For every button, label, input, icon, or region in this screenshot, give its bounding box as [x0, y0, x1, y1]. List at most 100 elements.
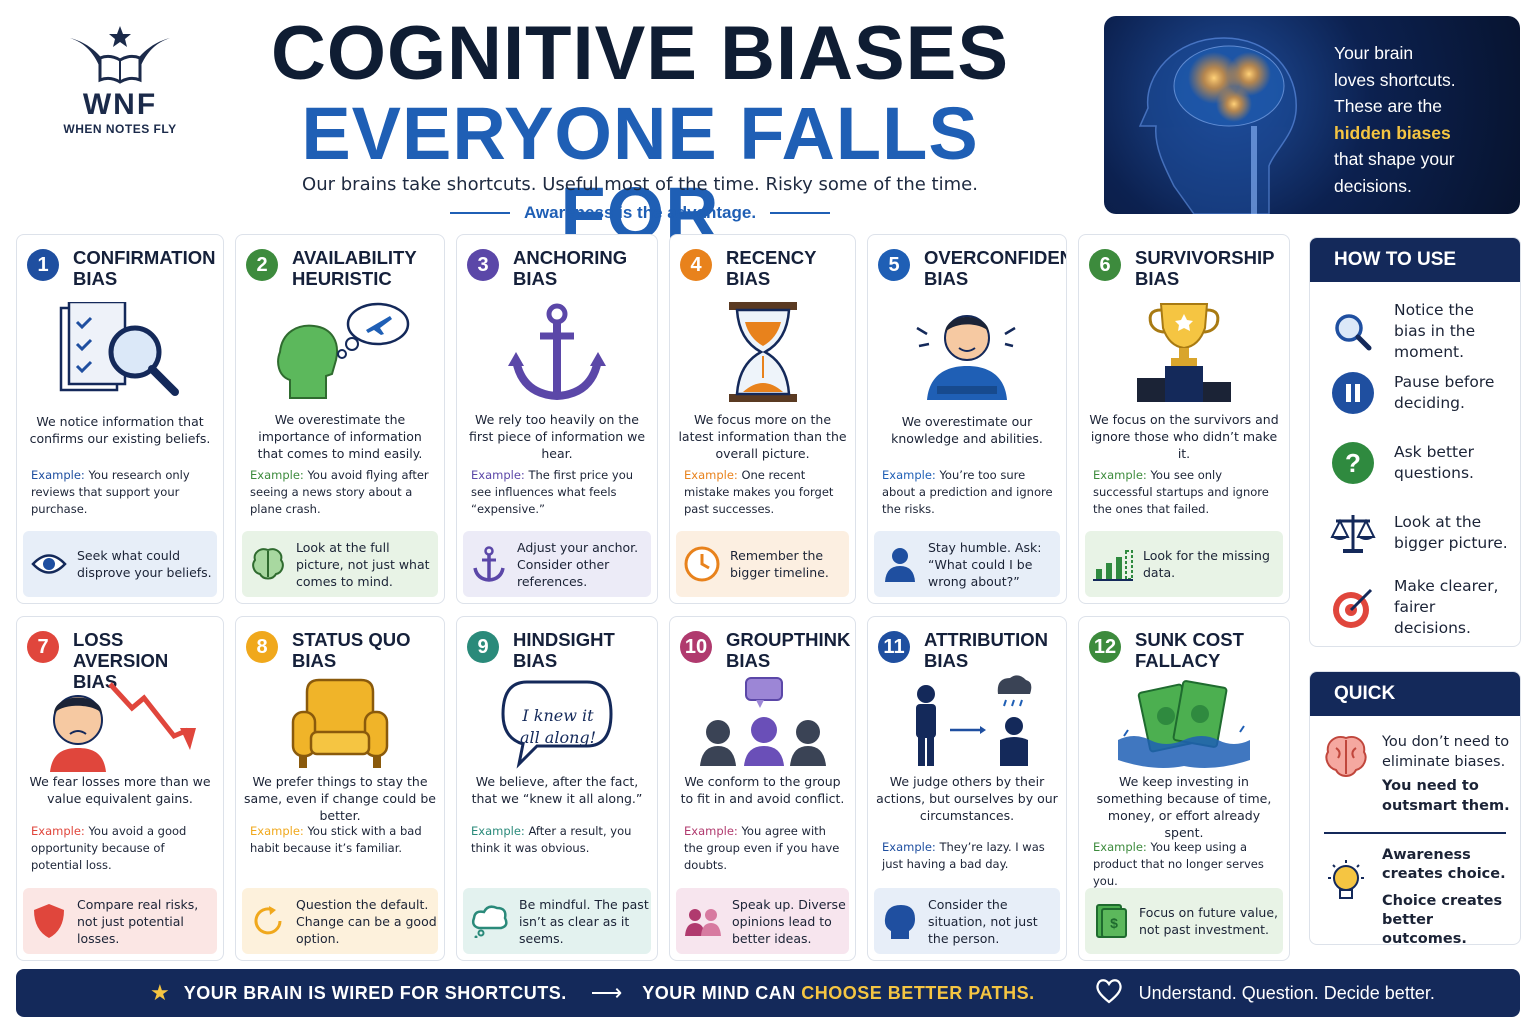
- card-title-line: LOSS AVERSION: [73, 629, 169, 671]
- hero-text: Your brain loves shortcuts. These are th…: [1334, 40, 1514, 199]
- card-title-line: BIAS: [726, 268, 771, 289]
- person-rain-cloud-icon: [916, 675, 1032, 766]
- armchair-icon: [291, 678, 389, 768]
- card-example: Example: The first price you see influen…: [471, 467, 649, 518]
- page-title-line2: EVERYONE FALLS FOR: [301, 92, 979, 255]
- card-description: We keep investing in something because o…: [1096, 774, 1272, 840]
- head-icon: [882, 903, 918, 939]
- svg-text:?: ?: [1345, 448, 1361, 478]
- card-illustration: [1079, 671, 1289, 777]
- example-label: Example:: [882, 468, 936, 482]
- brand-name: WNF: [82, 88, 158, 121]
- anchor-icon: [471, 546, 507, 582]
- card-title-line: STATUS QUO: [292, 629, 411, 650]
- example-text: You see only successful startups and ign…: [1093, 468, 1269, 516]
- card-example: Example: You avoid a good opportunity be…: [31, 823, 215, 874]
- card-illustration: [670, 671, 855, 777]
- card-description: We focus on the survivors and ignore tho…: [1089, 412, 1279, 461]
- card-illustration: [457, 299, 657, 405]
- sinking-money-icon: [1118, 680, 1250, 768]
- example-text: You research only reviews that support y…: [31, 468, 190, 516]
- worried-person-down-arrow-icon: [50, 682, 196, 772]
- thought-quote: I knew it all along!: [457, 705, 657, 749]
- card-description: We notice information that confirms our …: [29, 414, 211, 446]
- example-text: The first price you see influences what …: [471, 468, 634, 516]
- card-example: Example: You research only reviews that …: [31, 467, 215, 518]
- card-number: 11: [878, 631, 910, 663]
- eye-icon: [31, 546, 67, 582]
- card-description: We prefer things to stay the same, even …: [244, 774, 436, 823]
- how-to-text: Ask better questions.: [1394, 443, 1475, 482]
- awareness-text: Awareness is the advantage.: [523, 203, 757, 222]
- card-number: 9: [467, 631, 499, 663]
- anchor-icon: [508, 303, 606, 401]
- footer-left-text: YOUR BRAIN IS WIRED FOR SHORTCUTS.: [183, 982, 567, 1003]
- hourglass-icon: [728, 302, 797, 402]
- quote-text: I knew it all along!: [519, 706, 597, 747]
- how-to-text: Notice the bias in the moment.: [1394, 301, 1476, 361]
- card-illustration: [457, 671, 657, 777]
- card-illustration: [868, 299, 1066, 405]
- card-tip: Speak up. Diverse opinions lead to bette…: [676, 888, 849, 954]
- card-title-line: SURVIVORSHIP: [1135, 247, 1275, 268]
- reminder-text-1: You don’t need to eliminate biases. You …: [1382, 732, 1517, 816]
- card-title-line: OVERCONFIDENCE: [924, 247, 1066, 268]
- divider: [1324, 832, 1506, 834]
- example-label: Example:: [31, 468, 85, 482]
- example-text: One recent mistake makes you forget past…: [684, 468, 834, 516]
- card-tip: Adjust your anchor. Consider other refer…: [463, 531, 651, 597]
- group-icon: [684, 903, 722, 939]
- card-tip: Consider the situation, not just the per…: [874, 888, 1060, 954]
- card-title-line: ATTRIBUTION: [924, 629, 1048, 650]
- brand-tagline: WHEN NOTES FLY: [63, 122, 177, 136]
- tip-text: Stay humble. Ask: “What could I be wrong…: [928, 539, 1042, 589]
- page-title-line1: COGNITIVE BIASES: [270, 11, 1010, 96]
- card-example: Example: You agree with the group even i…: [684, 823, 847, 874]
- card-illustration: [236, 671, 444, 777]
- reminder-line: Awareness creates choice.: [1382, 847, 1506, 882]
- hero-banner: Your brain loves shortcuts. These are th…: [1104, 16, 1520, 214]
- card-title-line: CONFIRMATION: [73, 247, 216, 268]
- card-title: OVERCONFIDENCEBIAS: [924, 247, 1066, 289]
- shield-icon: [31, 903, 67, 939]
- card-description: We conform to the group to fit in and av…: [680, 774, 845, 806]
- card-example: Example: You keep using a product that n…: [1093, 839, 1281, 890]
- divider: [449, 212, 510, 214]
- trophy-podium-icon: [1137, 303, 1231, 402]
- example-label: Example:: [250, 824, 304, 838]
- tip-text: Look at the full picture, not just what …: [296, 539, 430, 589]
- card-description: We believe, after the fact, that we “kne…: [471, 774, 643, 806]
- card-number: 4: [680, 249, 712, 281]
- card-illustration: [868, 671, 1066, 777]
- example-text: You avoid a good opportunity because of …: [31, 824, 187, 872]
- card-number: 5: [878, 249, 910, 281]
- brain-icon: [250, 546, 286, 582]
- example-label: Example:: [684, 824, 738, 838]
- footer-middle-text: YOUR MIND CAN CHOOSE BETTER PATHS.: [642, 983, 1034, 1004]
- refresh-icon: [250, 903, 286, 939]
- card-example: Example: You avoid flying after seeing a…: [250, 467, 436, 518]
- card-tip: Look for the missing data.: [1085, 531, 1283, 597]
- card-title-line: SUNK COST: [1135, 629, 1244, 650]
- reminder-text-2: Awareness creates choice. Choice creates…: [1382, 846, 1517, 944]
- awareness-line: Awareness is the advantage.: [420, 202, 860, 224]
- card-title-line: GROUPTHINK: [726, 629, 851, 650]
- card-number: 6: [1089, 249, 1121, 281]
- example-text: They’re lazy. I was just having a bad da…: [882, 840, 1045, 871]
- example-label: Example:: [471, 468, 525, 482]
- example-label: Example:: [250, 468, 304, 482]
- tip-text: Compare real risks, not just potential l…: [77, 896, 199, 946]
- example-text: You stick with a bad habit because it’s …: [250, 824, 422, 855]
- bias-card: 5OVERCONFIDENCEBIASWe overestimate our k…: [867, 234, 1067, 604]
